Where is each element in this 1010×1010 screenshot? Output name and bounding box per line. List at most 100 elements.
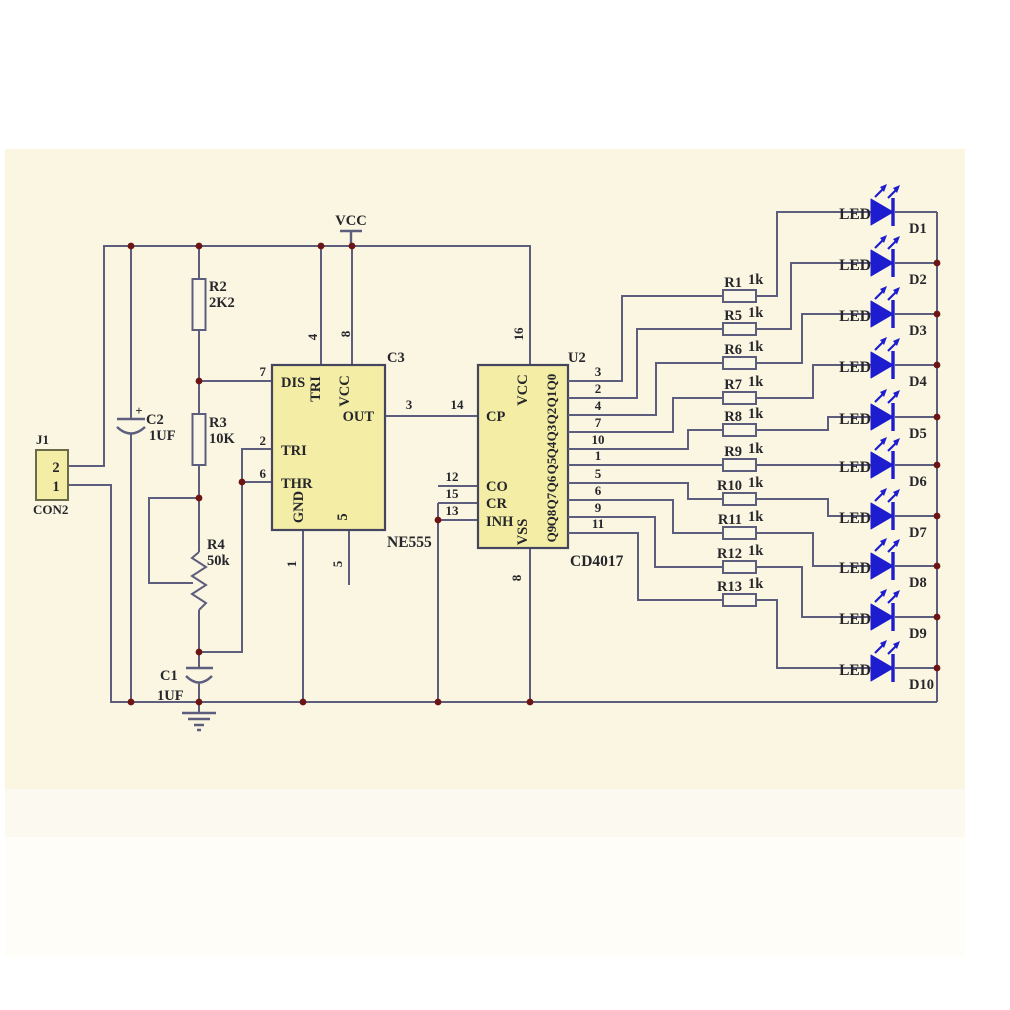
led-text-D5: LED (839, 411, 871, 428)
resistor-value-R1: 1k (748, 272, 764, 288)
q-pin-number-Q1: 2 (595, 381, 602, 396)
r2-ref-label: R2 (209, 279, 227, 295)
resistor-value-R6: 1k (748, 339, 764, 355)
resistor-value-R10: 1k (748, 475, 764, 491)
cd4017-pin13-number: 13 (446, 503, 460, 518)
led-symbol-D9 (870, 603, 894, 631)
q-label-Q8: Q8 (544, 509, 559, 526)
resistor-wire-R11 (756, 532, 871, 567)
resistor-ref-R6: R6 (724, 342, 742, 358)
led-ref-D1: D1 (909, 221, 927, 237)
resistor-ref-R12: R12 (717, 546, 742, 562)
resistor-body-R9 (722, 458, 757, 472)
resistor-body-R8 (722, 423, 757, 437)
resistor-wire-R13 (756, 599, 871, 669)
led-arrowhead-2-D8 (893, 539, 900, 547)
led-arrowhead-2-D3 (893, 287, 900, 295)
led-arrowhead-1-D7 (880, 488, 887, 496)
led-ref-D9: D9 (909, 626, 927, 642)
connector-j1-body (35, 449, 69, 501)
ne555-out-label: OUT (343, 409, 375, 425)
led-emission-arrows-D9 (874, 593, 897, 604)
resistor-value-R8: 1k (748, 406, 764, 422)
c2-capacitor-symbol (116, 417, 146, 435)
ne555-thr-label: THR (281, 476, 313, 492)
junction-dot-bus-D4 (933, 361, 941, 369)
led-emission-arrows-D1 (874, 188, 897, 199)
led-emission-arrows-D5 (874, 393, 897, 404)
cd4017-cr-label: CR (486, 496, 507, 512)
resistor-value-R9: 1k (748, 441, 764, 457)
led-ref-D8: D8 (909, 575, 927, 591)
q-output-wire-Q0 (568, 295, 723, 382)
cd4017-pin8-number: 8 (509, 574, 524, 581)
led-emission-arrows-D8 (874, 542, 897, 553)
led-text-D7: LED (839, 510, 871, 527)
wires (68, 212, 938, 713)
r4-value-label: 50k (207, 553, 231, 569)
junction-dot-bus-D7 (933, 512, 941, 520)
ne555-pin4-number: 4 (305, 333, 320, 340)
led-ref-D5: D5 (909, 426, 927, 442)
q-output-wire-Q3 (568, 397, 723, 433)
resistor-body-R13 (722, 593, 757, 607)
led-ref-D7: D7 (909, 525, 927, 541)
ne555-name-label: NE555 (387, 534, 432, 551)
j1-pin1-label: 1 (52, 479, 59, 495)
q-output-wire-Q7 (568, 499, 723, 534)
q-pin-number-Q0: 3 (595, 364, 602, 379)
q-output-wire-Q9 (568, 532, 723, 601)
led-emission-arrows-D4 (874, 341, 897, 352)
led-symbol-D2 (870, 249, 894, 277)
junction-dot-4 (195, 377, 203, 385)
panel-fade-strip (5, 789, 965, 837)
resistor-body-R5 (722, 322, 757, 336)
q-output-wire-Q1 (568, 328, 723, 399)
junction-dot-12 (434, 698, 442, 706)
cd4017-pin14-number: 14 (451, 397, 465, 412)
q-pin-number-Q2: 4 (595, 398, 602, 413)
q-pin-number-Q5: 1 (595, 448, 602, 463)
ne555-tri-label: TRI (281, 443, 307, 459)
q-pin-number-Q3: 7 (595, 415, 602, 430)
resistor-wire-R1 (756, 211, 871, 297)
junction-dot-2 (317, 242, 325, 250)
ne555-cv-label: 5 (335, 513, 351, 520)
led-arrowhead-2-D7 (893, 489, 900, 497)
q-output-wire-Q2 (568, 362, 723, 416)
junction-dot-10 (195, 698, 203, 706)
resistor-body-R1 (722, 289, 757, 303)
j1-footprint-label: CON2 (33, 502, 68, 517)
q-output-wire-Q4 (568, 429, 723, 450)
cd4017-pin15-number: 15 (446, 486, 460, 501)
junction-dot-bus-D2 (933, 259, 941, 267)
led-symbol-D5 (870, 403, 894, 431)
resistor-value-R12: 1k (748, 543, 764, 559)
led-symbol-D10 (870, 654, 894, 682)
led-arrowhead-2-D2 (893, 236, 900, 244)
resistor-ref-R7: R7 (724, 377, 742, 393)
q-label-Q9: Q9 (544, 525, 559, 542)
ne555-dis-label: DIS (281, 375, 305, 391)
c3-ref-label: C3 (387, 350, 405, 366)
cd4017-pin12-number: 12 (446, 469, 459, 484)
resistor-ref-R9: R9 (724, 444, 742, 460)
ne555-pin3-number: 3 (406, 397, 413, 412)
resistor-wire-R12 (756, 566, 871, 618)
q-pin-number-Q9: 11 (592, 516, 604, 531)
cd4017-vss-label: VSS (515, 519, 531, 546)
led-text-D4: LED (839, 359, 871, 376)
led-text-D9: LED (839, 611, 871, 628)
resistor-wire-R10 (756, 498, 871, 517)
led-ref-D3: D3 (909, 323, 927, 339)
led-arrowhead-1-D4 (880, 337, 887, 345)
led-ref-D2: D2 (909, 272, 927, 288)
q-pin-number-Q8: 9 (595, 500, 602, 515)
q-label-Q4: Q4 (544, 441, 559, 458)
led-arrowhead-2-D5 (893, 390, 900, 398)
q-label-Q0: Q0 (544, 374, 559, 391)
c1-capacitor-symbol (185, 666, 213, 684)
cd4017-cp-label: CP (486, 409, 505, 425)
resistor-ref-R10: R10 (717, 478, 742, 494)
